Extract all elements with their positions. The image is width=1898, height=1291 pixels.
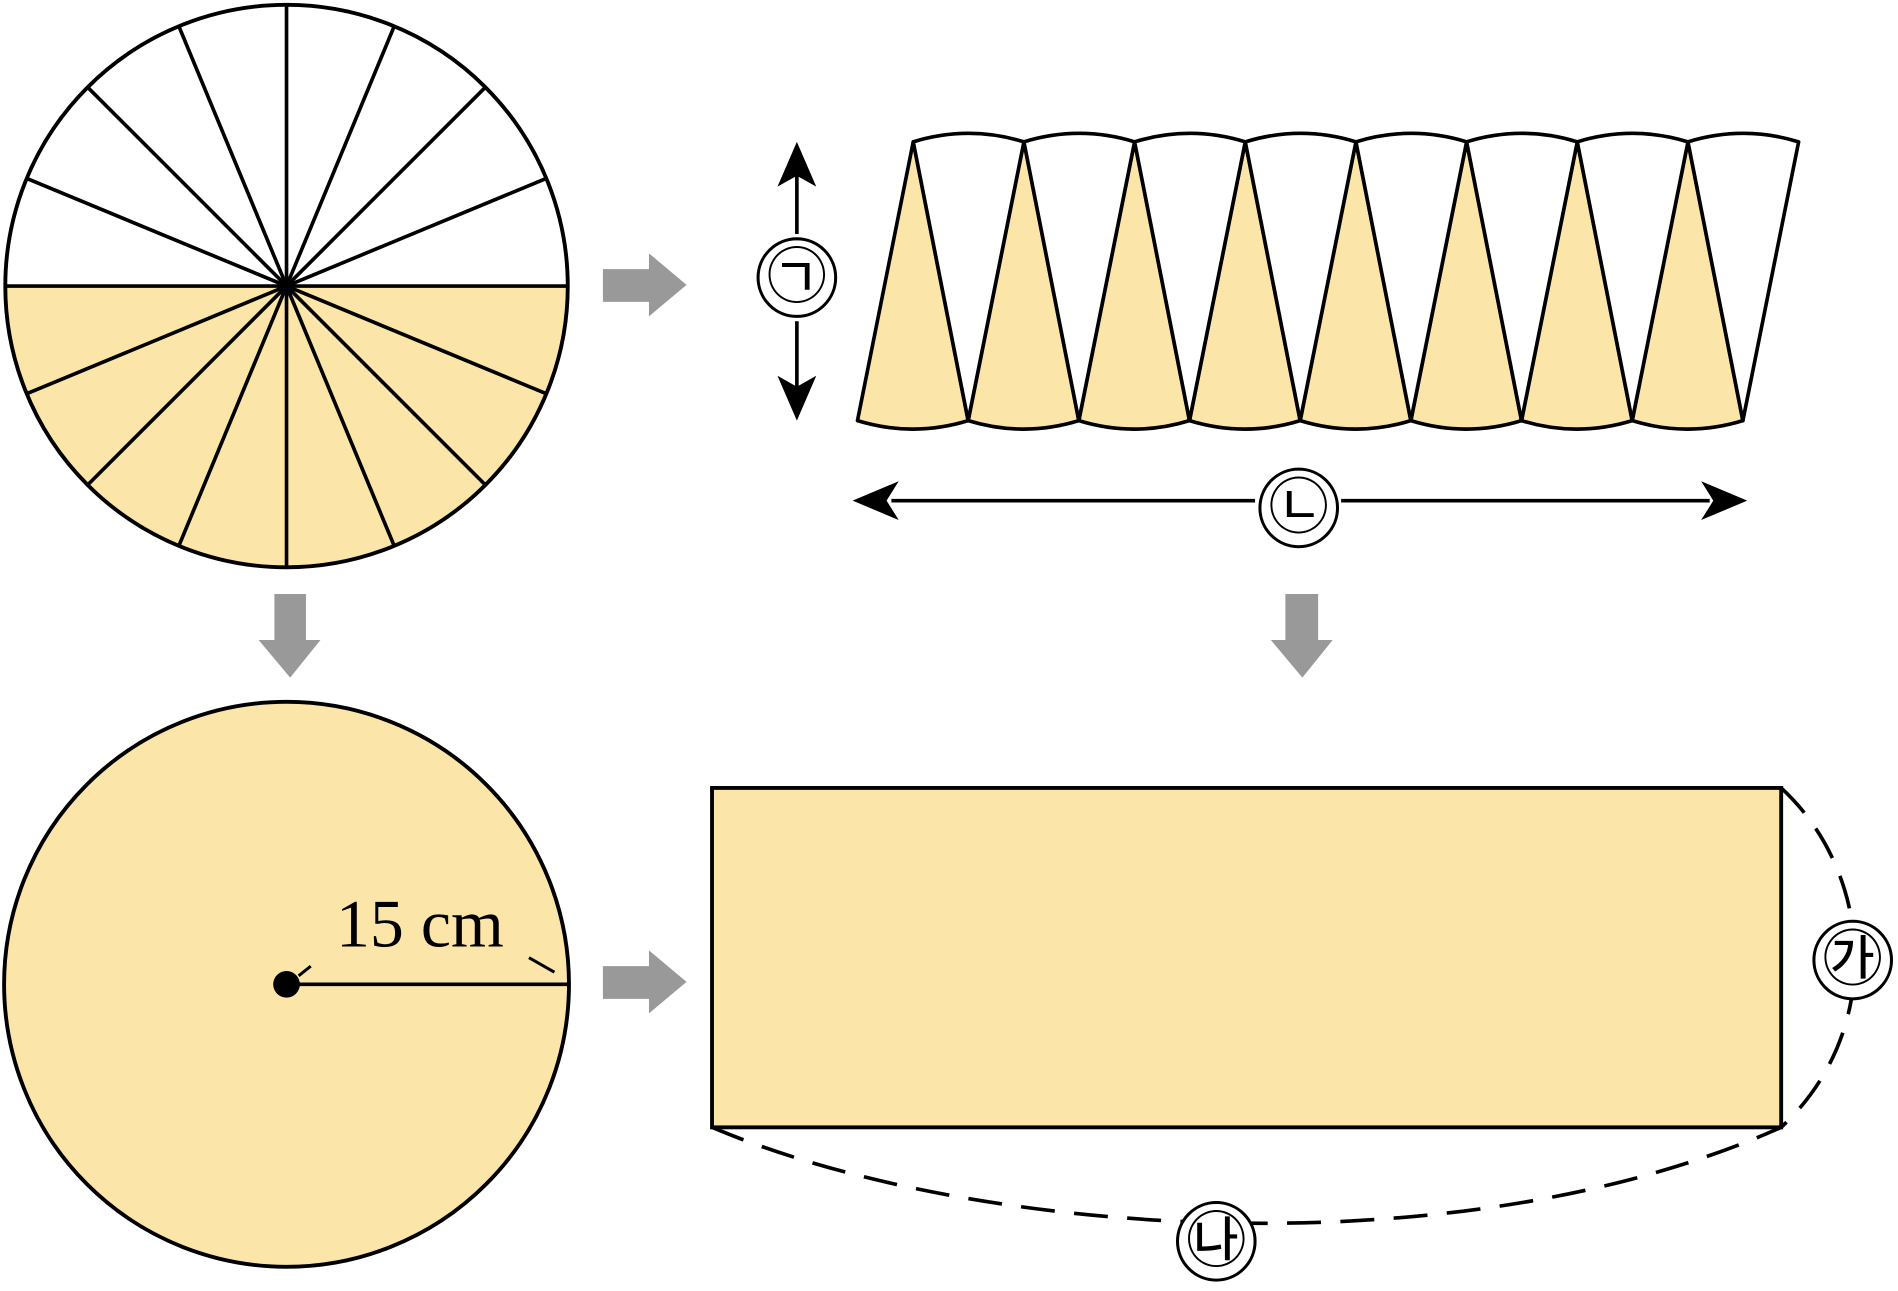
shaded-wedge — [966, 140, 1081, 431]
sector-circle-outline — [3, 2, 570, 570]
width-marker-circle — [1258, 467, 1340, 549]
sector-spoke — [86, 284, 288, 487]
radius-brace — [297, 956, 556, 978]
shaded-wedge — [1630, 140, 1745, 431]
radius-circle: 15 cm — [2, 699, 571, 1269]
sector-spoke — [86, 85, 288, 288]
sector-spoke — [285, 284, 548, 396]
sector-spoke — [26, 284, 288, 396]
shaded-wedge — [1519, 140, 1635, 431]
sector-spoke — [284, 25, 396, 287]
shaded-wedge — [1187, 140, 1302, 431]
white-wedge — [1686, 131, 1801, 423]
width-marker-label: ㉡ — [1268, 473, 1329, 543]
height-dimension: ㉠ — [756, 141, 838, 421]
radius-label: 15 cm — [336, 887, 504, 962]
result-rectangle: ㉮ ㉯ — [710, 785, 1894, 1282]
sector-spoke — [285, 176, 548, 288]
bottom-dashed-arc — [711, 1125, 1782, 1226]
width-arrowhead-right — [1701, 481, 1748, 521]
sector-spoke — [177, 25, 289, 287]
shaded-wedge — [1298, 140, 1413, 431]
sector-spokes — [5, 4, 568, 568]
sector-spoke — [284, 285, 396, 547]
arrow-down-right — [1270, 593, 1333, 678]
sector-spoke — [26, 176, 288, 288]
width-arrowhead-left — [852, 481, 899, 521]
bottom-marker-label: ㉯ — [1186, 1206, 1247, 1276]
arrow-right-top — [602, 253, 687, 317]
side-marker-label: ㉮ — [1822, 925, 1883, 995]
height-marker-circle — [756, 237, 838, 318]
width-dimension: ㉡ — [852, 467, 1748, 549]
sector-circle — [3, 2, 570, 570]
flow-arrows — [258, 253, 1333, 1014]
sector-spoke — [285, 85, 487, 288]
height-marker-label: ㉠ — [767, 243, 828, 313]
shaded-wedge — [1409, 140, 1524, 431]
arrow-right-bottom — [602, 950, 687, 1014]
radius-center-dot — [273, 970, 300, 998]
sector-spoke — [285, 284, 487, 487]
center-point — [282, 281, 291, 291]
shaded-wedge — [855, 140, 970, 431]
sector-spoke — [177, 285, 289, 547]
height-arrowhead-down — [777, 375, 817, 421]
arrow-down-left — [258, 593, 321, 678]
side-marker-circle — [1812, 919, 1894, 1001]
bottom-marker-circle — [1175, 1200, 1257, 1282]
rearranged-strip — [855, 131, 1801, 431]
shaded-wedge — [1077, 140, 1192, 431]
height-arrowhead-up — [777, 141, 817, 187]
rectangle-shape — [710, 785, 1784, 1130]
